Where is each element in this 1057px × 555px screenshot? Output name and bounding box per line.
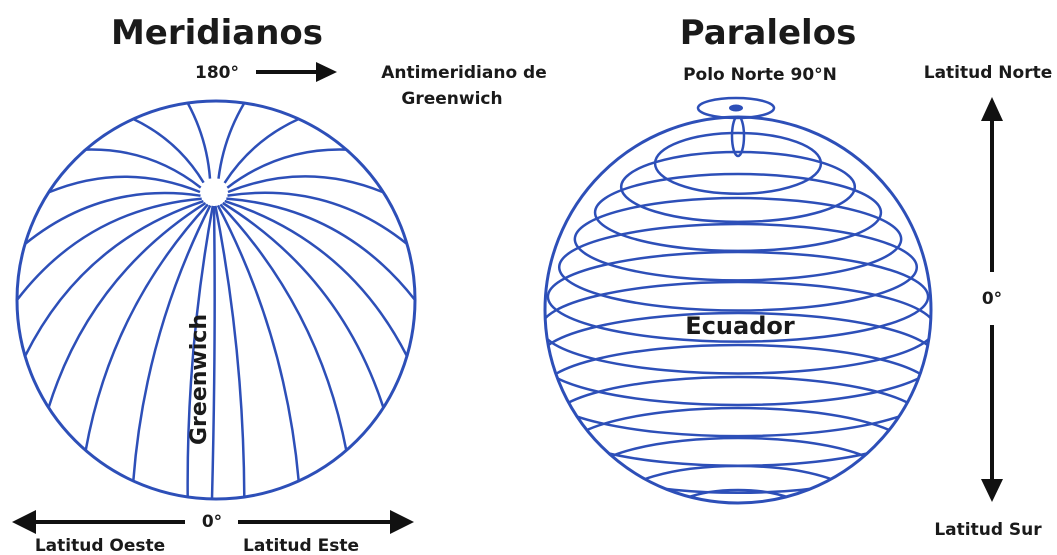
parallel-line	[557, 222, 919, 312]
meridian-line	[227, 175, 384, 194]
meridianos-title: Meridianos	[111, 13, 323, 53]
meridian-line	[132, 117, 205, 184]
meridian-line	[214, 205, 246, 498]
globe-outline	[15, 99, 417, 501]
meridian-line	[84, 203, 209, 451]
parallel-line	[564, 406, 912, 495]
parallels-globe	[543, 96, 933, 505]
greenwich-meridian-line	[210, 205, 216, 500]
meridian-line	[186, 102, 212, 179]
west-label: Latitud Oeste	[35, 536, 165, 555]
paralelos-title: Paralelos	[680, 13, 857, 53]
parallel-line	[661, 488, 815, 503]
meridian-line	[23, 200, 204, 357]
meridian-line	[216, 204, 300, 482]
parallel-line	[545, 311, 931, 407]
top-degree-label: 180°	[195, 63, 239, 83]
south-latitude-label: Latitud Sur	[934, 520, 1042, 540]
parallel-line	[573, 196, 903, 282]
parallel-line	[545, 280, 931, 375]
west-east-arrow	[12, 510, 414, 534]
meridian-line	[24, 191, 201, 245]
north-south-arrow	[981, 97, 1003, 502]
bottom-degree-label: 0°	[202, 512, 222, 532]
antimeridian-arrow	[256, 62, 337, 82]
equator-label: Ecuador	[685, 312, 795, 340]
meridians-globe	[15, 99, 417, 501]
meridian-line	[186, 205, 215, 498]
north-latitude-label: Latitud Norte	[924, 63, 1053, 83]
meridian-line	[226, 148, 347, 189]
meridian-line	[223, 117, 300, 184]
meridian-line	[222, 201, 385, 408]
meridian-line	[226, 197, 416, 301]
meridian-line	[16, 197, 202, 301]
parallel-line	[593, 172, 883, 253]
meridian-line	[47, 202, 207, 408]
parallel-line	[730, 117, 746, 158]
meridian-line	[217, 102, 246, 179]
parallels-group	[545, 117, 931, 503]
north-pole-label: Polo Norte 90°N	[683, 65, 837, 85]
north-pole-dot	[729, 104, 743, 112]
meridian-line	[132, 204, 212, 482]
parallel-line	[653, 131, 823, 195]
polar-ring	[696, 96, 776, 120]
parallel-line	[546, 250, 930, 343]
parallel-line	[617, 464, 859, 503]
east-label: Latitud Este	[243, 536, 359, 555]
meridian-line	[48, 175, 201, 194]
meridian-line	[227, 191, 408, 245]
meridian-line	[224, 199, 409, 357]
antimeridian-label-line1: Antimeridiano de	[381, 63, 547, 83]
meridian-line	[85, 148, 202, 189]
parallel-line	[619, 150, 857, 224]
parallel-line	[545, 343, 931, 438]
zero-latitude-label: 0°	[982, 289, 1002, 309]
antimeridian-label-line2: Greenwich	[401, 89, 502, 109]
parallel-line	[586, 436, 890, 503]
meridian-line	[219, 203, 348, 451]
greenwich-label: Greenwich	[187, 314, 212, 445]
